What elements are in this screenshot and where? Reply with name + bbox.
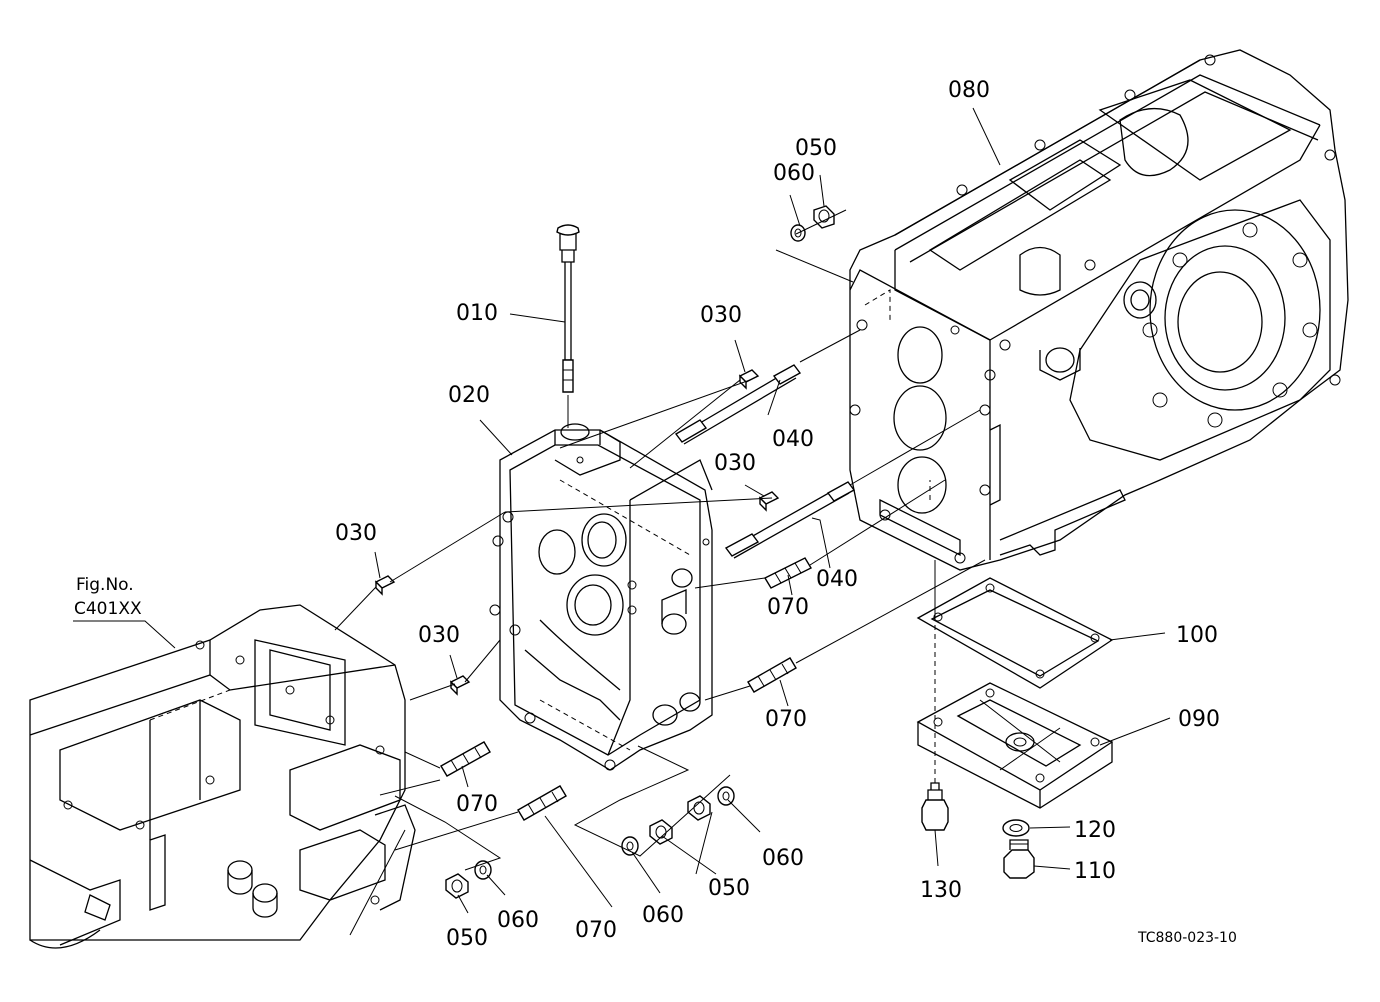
callout-040: 040 [816,567,858,592]
callout-030: 030 [335,521,377,546]
stud-bolts-070 [440,557,812,821]
callout-040: 040 [772,427,814,452]
callout-060: 060 [642,903,684,928]
cover-090 [916,682,1114,809]
reference-housing [29,604,416,949]
callout-070: 070 [456,792,498,817]
callout-060: 060 [773,161,815,186]
callout-020: 020 [448,383,490,408]
leader-lines [73,107,1171,914]
assembly-lines [334,209,986,936]
drain-plug-110 [1003,839,1035,879]
mid-case-020 [489,423,713,771]
callout-030: 030 [418,623,460,648]
breather-130 [921,560,949,831]
callout-030: 030 [700,303,742,328]
callout-090: 090 [1178,707,1220,732]
callout-010: 010 [456,301,498,326]
dipstick-010 [556,224,580,425]
callout-070: 070 [575,918,617,943]
callout-130: 130 [920,878,962,903]
callout-120: 120 [1074,818,1116,843]
drawing-code: TC880-023-10 [1137,930,1237,946]
callout-labels: 010 020 030 030 030 030 040 040 050 060 … [335,78,1220,951]
callout-100: 100 [1176,623,1218,648]
callout-050: 050 [708,876,750,901]
callout-050: 050 [795,136,837,161]
callout-030: 030 [714,451,756,476]
callout-110: 110 [1074,859,1116,884]
stud-bolts-040 [674,364,856,559]
nuts-and-washers [445,205,835,899]
callout-080: 080 [948,78,990,103]
washer-120 [1002,819,1030,837]
callout-060: 060 [762,846,804,871]
callout-070: 070 [767,595,809,620]
figure-reference: Fig.No. C401XX [74,575,142,619]
callout-050: 050 [446,926,488,951]
figure-ref-line1: Fig.No. [76,575,134,595]
gasket-100 [916,577,1114,689]
main-case-080 [849,49,1349,571]
figure-ref-line2: C401XX [74,599,142,619]
callout-070: 070 [765,707,807,732]
callout-060: 060 [497,908,539,933]
